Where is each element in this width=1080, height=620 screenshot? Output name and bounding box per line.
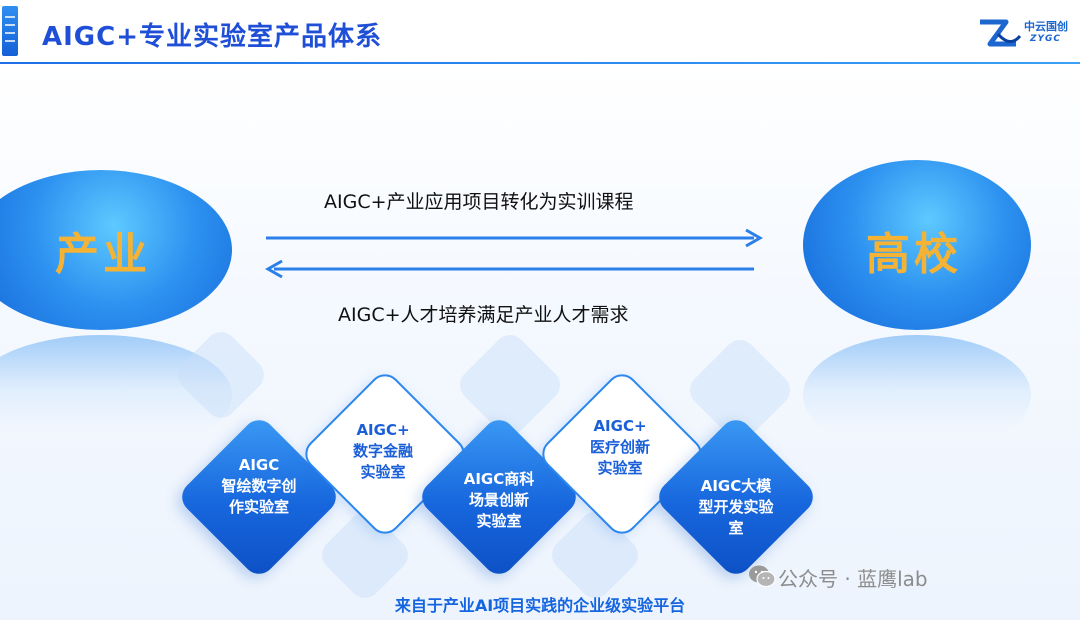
industry-reflection (0, 335, 232, 455)
lab-label-5: AIGC大模 型开发实验 室 (698, 477, 774, 537)
bottom-caption: 来自于产业AI项目实践的企业级实验平台 (394, 596, 686, 615)
lab-label-3: AIGC商科 场景创新 实验室 (463, 470, 535, 530)
logo-mark-icon (980, 19, 1022, 47)
lab-label-4: AIGC+ 医疗创新 实验室 (589, 417, 650, 477)
header-divider (0, 62, 1080, 64)
watermark-text: 公众号 · 蓝鹰lab (778, 567, 928, 591)
page-title: AIGC+专业实验室产品体系 (42, 22, 383, 52)
flow-arrows (264, 228, 764, 279)
industry-ellipse (0, 170, 232, 330)
arrow-right-icon (266, 228, 764, 248)
university-label: 高校 (866, 229, 962, 280)
flow-bottom-text: AIGC+人才培养满足产业人才需求 (338, 304, 629, 326)
lab-label-1: AIGC 智绘数字创 作实验室 (221, 456, 297, 516)
wechat-icon (749, 565, 776, 588)
flow-top-text: AIGC+产业应用项目转化为实训课程 (324, 191, 634, 213)
company-logo: 中云国创 ZYGC (976, 14, 1076, 54)
header: AIGC+专业实验室产品体系 中云国创 ZYGC (0, 0, 1080, 62)
industry-label: 产业 (55, 229, 151, 280)
university-reflection (803, 335, 1031, 455)
university-ellipse (803, 160, 1031, 330)
header-accent-tag (2, 6, 18, 56)
lab-label-2: AIGC+ 数字金融 实验室 (352, 421, 413, 481)
logo-text: 中云国创 (1024, 20, 1068, 33)
logo-subtext: ZYGC (1030, 34, 1062, 44)
arrow-left-icon (264, 259, 754, 279)
